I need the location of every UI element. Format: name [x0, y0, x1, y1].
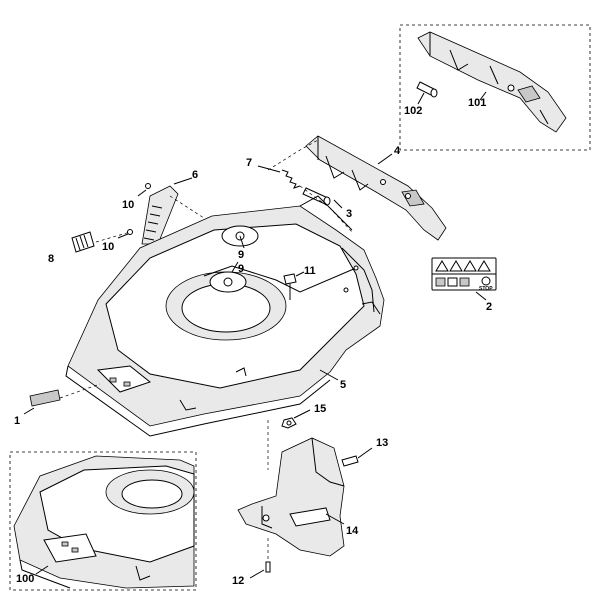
part-12-screw [265, 561, 271, 573]
part-7-spring [281, 169, 301, 189]
callout-6: 6 [192, 169, 198, 181]
part-13-screw [341, 455, 359, 467]
decal-stop-text: STOP [479, 286, 493, 292]
callout-102: 102 [404, 105, 422, 117]
callout-5: 5 [340, 379, 346, 391]
callout-10-upper: 10 [122, 199, 134, 211]
part-4-handle-bracket [305, 135, 447, 241]
part-15-nut [281, 417, 297, 429]
callout-2: 2 [486, 301, 492, 313]
part-5-mower-deck [65, 195, 385, 437]
callout-12: 12 [232, 575, 244, 587]
part-102-pin [416, 81, 438, 98]
detail-box-deck-front: 100 [9, 451, 197, 591]
detail-box-handle-bracket: 102 101 [399, 24, 591, 151]
callout-15: 15 [314, 403, 326, 415]
part-6-height-adjuster [141, 185, 179, 245]
part-1-label-plate [29, 389, 61, 407]
part-9-pivot-lower [209, 271, 247, 293]
callout-3: 3 [346, 208, 352, 220]
callout-9-lower: 9 [238, 263, 244, 275]
callout-9-upper: 9 [238, 249, 244, 261]
callout-14: 14 [346, 525, 359, 537]
part-10-screw-lower [127, 229, 133, 235]
part-14-rear-deflector [237, 437, 345, 557]
callout-8: 8 [48, 253, 54, 265]
part-11-bolt [283, 273, 297, 300]
callout-101: 101 [468, 97, 486, 109]
callout-100: 100 [16, 573, 34, 585]
callout-7: 7 [246, 157, 252, 169]
callout-10-lower: 10 [102, 241, 114, 253]
part-2-warning-decal: STOP [431, 257, 497, 292]
callout-13: 13 [376, 437, 388, 449]
part-8-knob [71, 231, 95, 253]
part-10-screw-upper [145, 183, 151, 189]
part-101-bracket [417, 31, 567, 133]
callout-1: 1 [14, 415, 20, 427]
callout-4: 4 [394, 145, 401, 157]
callout-11: 11 [304, 265, 316, 277]
